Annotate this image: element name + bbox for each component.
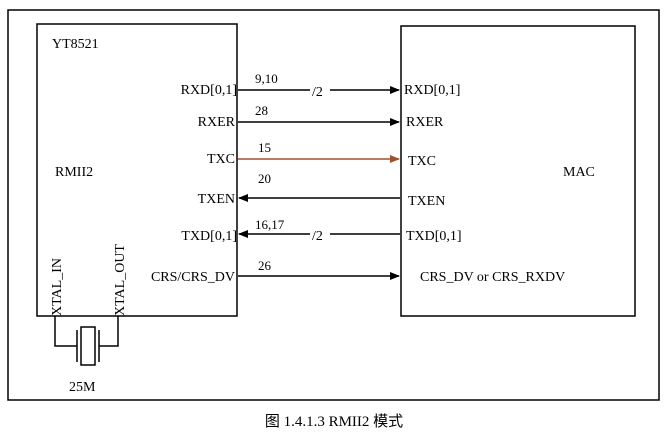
phy-pin-crs: CRS/CRS_DV [151, 270, 235, 285]
phy-pin-rxer: RXER [198, 115, 236, 130]
pin-number-rxer: 28 [255, 103, 268, 118]
figure-caption: 图 1.4.1.3 RMII2 模式 [265, 413, 403, 430]
mac-pin-rxd: RXD[0,1] [404, 83, 460, 98]
phy-box [36, 23, 238, 317]
pin-number-rxd: 9,10 [255, 71, 278, 86]
mac-box [400, 25, 636, 317]
crystal-body [80, 326, 96, 366]
xtal-in-wire [54, 316, 77, 347]
pin-number-txen: 20 [258, 171, 271, 186]
mac-name: MAC [563, 165, 595, 180]
mac-pin-txd: TXD[0,1] [406, 229, 462, 244]
crystal-frequency: 25M [69, 380, 96, 395]
phy-pin-txc: TXC [207, 152, 235, 167]
mac-pin-txc: TXC [408, 154, 436, 169]
xtal-out-wire [99, 316, 119, 347]
mac-pin-crs: CRS_DV or CRS_RXDV [420, 270, 565, 285]
pin-number-txd: 16,17 [255, 217, 285, 232]
phy-pin-rxd: RXD[0,1] [181, 83, 237, 98]
pin-number-crs: 26 [258, 258, 272, 273]
phy-pin-txen: TXEN [198, 192, 235, 207]
bus-width-mask-txd [310, 226, 330, 242]
xtal-in-label: XTAL_IN [50, 258, 65, 316]
bus-width-txd: /2 [312, 229, 323, 244]
outer-frame [7, 9, 660, 401]
mac-pin-rxer: RXER [406, 115, 444, 130]
phy-name: YT8521 [52, 37, 99, 52]
phy-pin-txd: TXD[0,1] [181, 229, 237, 244]
xtal-out-label: XTAL_OUT [113, 244, 128, 316]
pin-number-txc: 15 [258, 140, 271, 155]
bus-width-mask-rxd [310, 82, 330, 98]
phy-mode: RMII2 [55, 165, 93, 180]
bus-width-rxd: /2 [312, 85, 323, 100]
mac-pin-txen: TXEN [408, 194, 445, 209]
